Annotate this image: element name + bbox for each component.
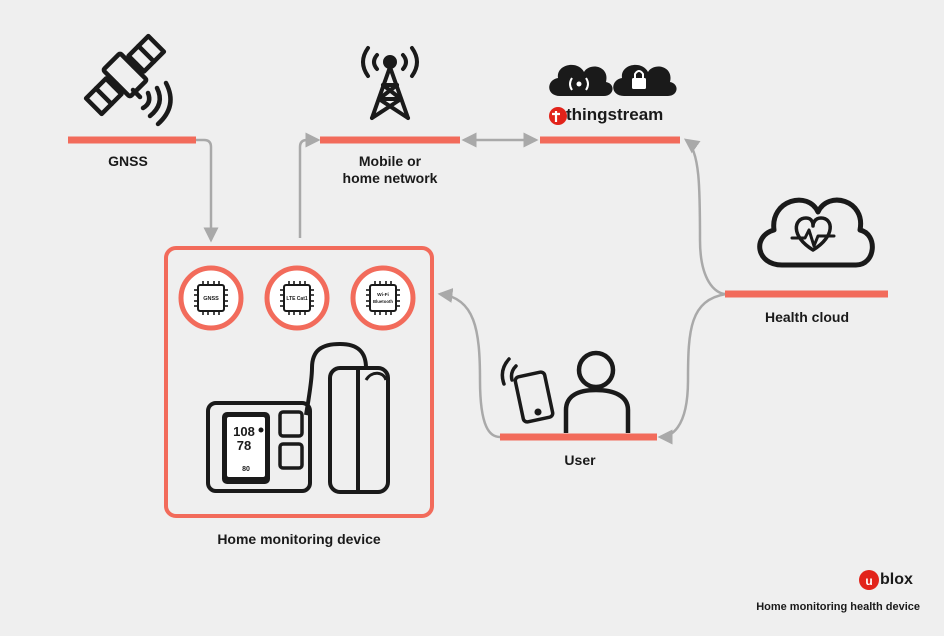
ublox-logo-text: blox [880, 571, 913, 588]
device-label: Home monitoring device [217, 531, 381, 547]
monitor-systolic: 108 [233, 424, 255, 439]
gnss-label: GNSS [108, 153, 148, 169]
chip-wifi-label: Wi-Fi [377, 292, 389, 298]
device-frame [164, 246, 434, 518]
connector-gnss-device [196, 138, 219, 243]
connectors [196, 132, 727, 445]
monitor-diastolic: 78 [237, 438, 251, 453]
cloud-lock-icon [613, 64, 677, 96]
chip-gnss [178, 265, 244, 331]
monitor-pulse: 80 [242, 466, 250, 473]
network-label-line1: Mobile or [358, 153, 422, 169]
node-bars [68, 136, 888, 441]
ublox-logo-mark: u [859, 570, 879, 590]
connector-thingstream-healthcloud [683, 138, 727, 296]
chip-wifi-bluetooth [350, 265, 416, 331]
cloud-signal-icon [549, 64, 613, 96]
user-label: User [564, 452, 596, 468]
network-label-line2: home network [342, 170, 438, 186]
chip-lte [264, 265, 330, 331]
healthcloud-label: Health cloud [764, 309, 849, 325]
antenna-tower-icon [361, 46, 419, 120]
chip-gnss-label: GNSS [203, 296, 219, 302]
satellite-icon [83, 33, 173, 127]
thingstream-logo-mark [549, 107, 567, 125]
person-icon [563, 350, 631, 433]
blood-pressure-monitor-icon [206, 401, 312, 493]
connector-healthcloud-user [657, 292, 727, 445]
cloud-heartbeat-icon [757, 197, 875, 268]
chip-bluetooth-label: Bluetooth [373, 299, 393, 304]
connector-network-device [298, 132, 321, 238]
connector-device-user [437, 287, 501, 439]
svg-text:u: u [865, 574, 872, 588]
cuff-icon [304, 342, 390, 494]
chip-lte-label: LTE Cat1 [286, 296, 308, 302]
thingstream-logo-text: thingstream [566, 105, 664, 124]
caption: Home monitoring health device [756, 601, 920, 613]
tablet-icon [500, 357, 555, 424]
